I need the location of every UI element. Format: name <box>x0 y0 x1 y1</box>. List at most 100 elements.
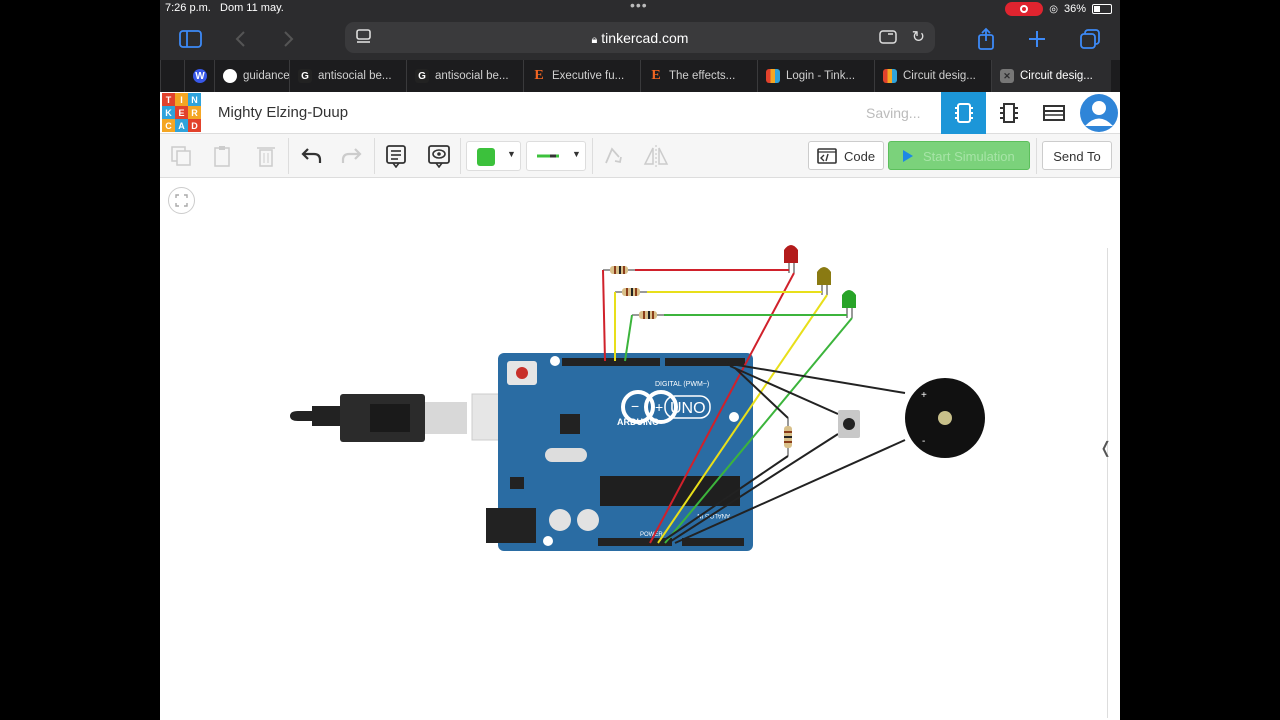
resistor-3[interactable] <box>632 311 664 319</box>
tab-1[interactable]: W <box>184 60 214 92</box>
resistor-1[interactable] <box>603 266 635 274</box>
code-editor-icon <box>817 148 837 164</box>
undo-icon[interactable] <box>296 142 326 170</box>
e-icon: E <box>534 68 544 83</box>
tab-2[interactable]: guidance <box>214 60 289 92</box>
zoom-to-fit-button[interactable] <box>168 187 195 214</box>
flip-icon[interactable] <box>641 142 671 170</box>
buzzer-plus-sign: + <box>921 390 927 401</box>
g-icon: G <box>415 69 429 83</box>
tab-overview-icon[interactable] <box>1077 26 1103 52</box>
tinkercad-icon <box>883 69 897 83</box>
translate-icon[interactable] <box>879 29 899 48</box>
breadboard-icon <box>954 103 973 123</box>
wire-type-dropdown[interactable]: ▼ <box>526 141 586 171</box>
redo-icon[interactable] <box>337 142 367 170</box>
tinkercad-logo[interactable]: T I N K E R C A D <box>162 93 201 132</box>
tab-9-active[interactable]: ✕ Circuit desig... <box>991 60 1111 92</box>
play-icon <box>903 150 913 162</box>
green-wires[interactable] <box>624 314 853 544</box>
back-icon[interactable] <box>228 26 254 52</box>
wire-color-dropdown[interactable]: ▼ <box>466 141 521 171</box>
red-led[interactable] <box>784 245 798 273</box>
notes-icon[interactable] <box>381 142 411 170</box>
green-led[interactable] <box>842 290 856 318</box>
resistor-4[interactable] <box>784 418 792 456</box>
start-simulation-button[interactable]: Start Simulation <box>888 141 1030 170</box>
status-bar: 7:26 p.m. Dom 11 may. ••• ◎ 36% <box>160 0 1120 18</box>
lock-icon: 🔒︎ <box>591 34 598 46</box>
schematic-view-button[interactable] <box>986 92 1031 134</box>
send-to-button[interactable]: Send To <box>1042 141 1112 170</box>
reader-icon[interactable] <box>355 29 373 48</box>
code-button[interactable]: Code <box>808 141 884 170</box>
generic-site-icon <box>223 69 237 83</box>
forward-icon[interactable] <box>275 26 301 52</box>
component-list-button[interactable] <box>1031 92 1076 134</box>
design-title[interactable]: Mighty Elzing-Duup <box>218 104 349 121</box>
tab-6[interactable]: E The effects... <box>640 60 757 92</box>
circuit-view-button[interactable] <box>941 92 986 134</box>
red-wires[interactable] <box>602 269 795 544</box>
pushbutton[interactable] <box>838 410 860 438</box>
battery-icon <box>1092 4 1112 14</box>
copy-icon[interactable] <box>166 142 196 170</box>
rotate-icon[interactable] <box>598 142 628 170</box>
address-bar[interactable]: 🔒︎ tinkercad.com ↻ <box>345 22 935 53</box>
yellow-wires[interactable] <box>614 291 828 544</box>
url-text: tinkercad.com <box>601 30 689 46</box>
wordpress-icon: W <box>193 69 207 83</box>
wire-type-icon <box>537 154 559 158</box>
buzzer-minus-sign: - <box>922 436 925 447</box>
circuit-workplane[interactable]: ❬ <box>160 178 1120 720</box>
save-status: Saving... <box>866 105 921 121</box>
safari-toolbar: 🔒︎ tinkercad.com ↻ <box>160 18 1120 60</box>
fit-view-icon <box>175 194 188 207</box>
chevron-down-icon: ▼ <box>507 149 516 159</box>
tab-5[interactable]: E Executive fu... <box>523 60 640 92</box>
battery-percentage: 36% <box>1063 3 1086 15</box>
multitask-dots-icon[interactable]: ••• <box>630 0 648 13</box>
sidebar-icon[interactable] <box>178 26 204 52</box>
components-panel-edge: ❬ <box>1099 248 1117 718</box>
tinkercad-icon <box>766 69 780 83</box>
e-icon: E <box>651 68 661 83</box>
resistor-2[interactable] <box>615 288 647 296</box>
tab-4[interactable]: G antisocial be... <box>406 60 523 92</box>
new-tab-icon[interactable] <box>1024 26 1050 52</box>
start-simulation-label: Start Simulation <box>923 149 1015 164</box>
circuit-canvas: − + UNO ARDUINO DIGITAL (PWM~) POWER ANA… <box>290 245 985 551</box>
yellow-led[interactable] <box>817 267 831 295</box>
close-tab-icon[interactable]: ✕ <box>1000 69 1014 83</box>
tab-7[interactable]: Login - Tink... <box>757 60 874 92</box>
paste-icon[interactable] <box>208 142 238 170</box>
g-icon: G <box>298 69 312 83</box>
tab-3[interactable]: G antisocial be... <box>289 60 406 92</box>
status-time: 7:26 p.m. Dom 11 may. <box>165 2 284 14</box>
power-pins-label: POWER <box>640 532 663 538</box>
chip-icon <box>999 103 1018 123</box>
tab-0[interactable] <box>160 60 184 92</box>
digital-pins-label: DIGITAL (PWM~) <box>655 381 709 388</box>
arduino-uno-board[interactable]: − + UNO ARDUINO DIGITAL (PWM~) POWER ANA… <box>486 353 753 551</box>
user-avatar[interactable] <box>1076 92 1120 134</box>
code-label: Code <box>844 149 876 164</box>
wire-color-swatch <box>477 148 495 166</box>
black-wires[interactable] <box>659 362 906 544</box>
share-icon[interactable] <box>973 26 999 52</box>
wifi-icon: ◎ <box>1049 3 1058 15</box>
chevron-left-icon[interactable]: ❬ <box>1099 440 1113 457</box>
board-model-label: UNO <box>670 400 706 417</box>
tab-8[interactable]: Circuit desig... <box>874 60 991 92</box>
notes-visibility-icon[interactable] <box>424 142 454 170</box>
tab-bar: W guidance G antisocial be... G antisoci… <box>160 60 1120 92</box>
ipad-screen: 7:26 p.m. Dom 11 may. ••• ◎ 36% 🔒︎ tinke… <box>160 0 1120 720</box>
delete-icon[interactable] <box>251 142 281 170</box>
screen-recording-icon[interactable] <box>1005 2 1044 16</box>
reload-icon[interactable]: ↻ <box>911 29 925 46</box>
chevron-down-icon: ▼ <box>572 149 581 159</box>
send-to-label: Send To <box>1053 149 1101 164</box>
svg-text:+: + <box>655 399 663 415</box>
board-brand-label: ARDUINO <box>617 417 659 427</box>
piezo-buzzer[interactable]: +- <box>905 378 985 458</box>
